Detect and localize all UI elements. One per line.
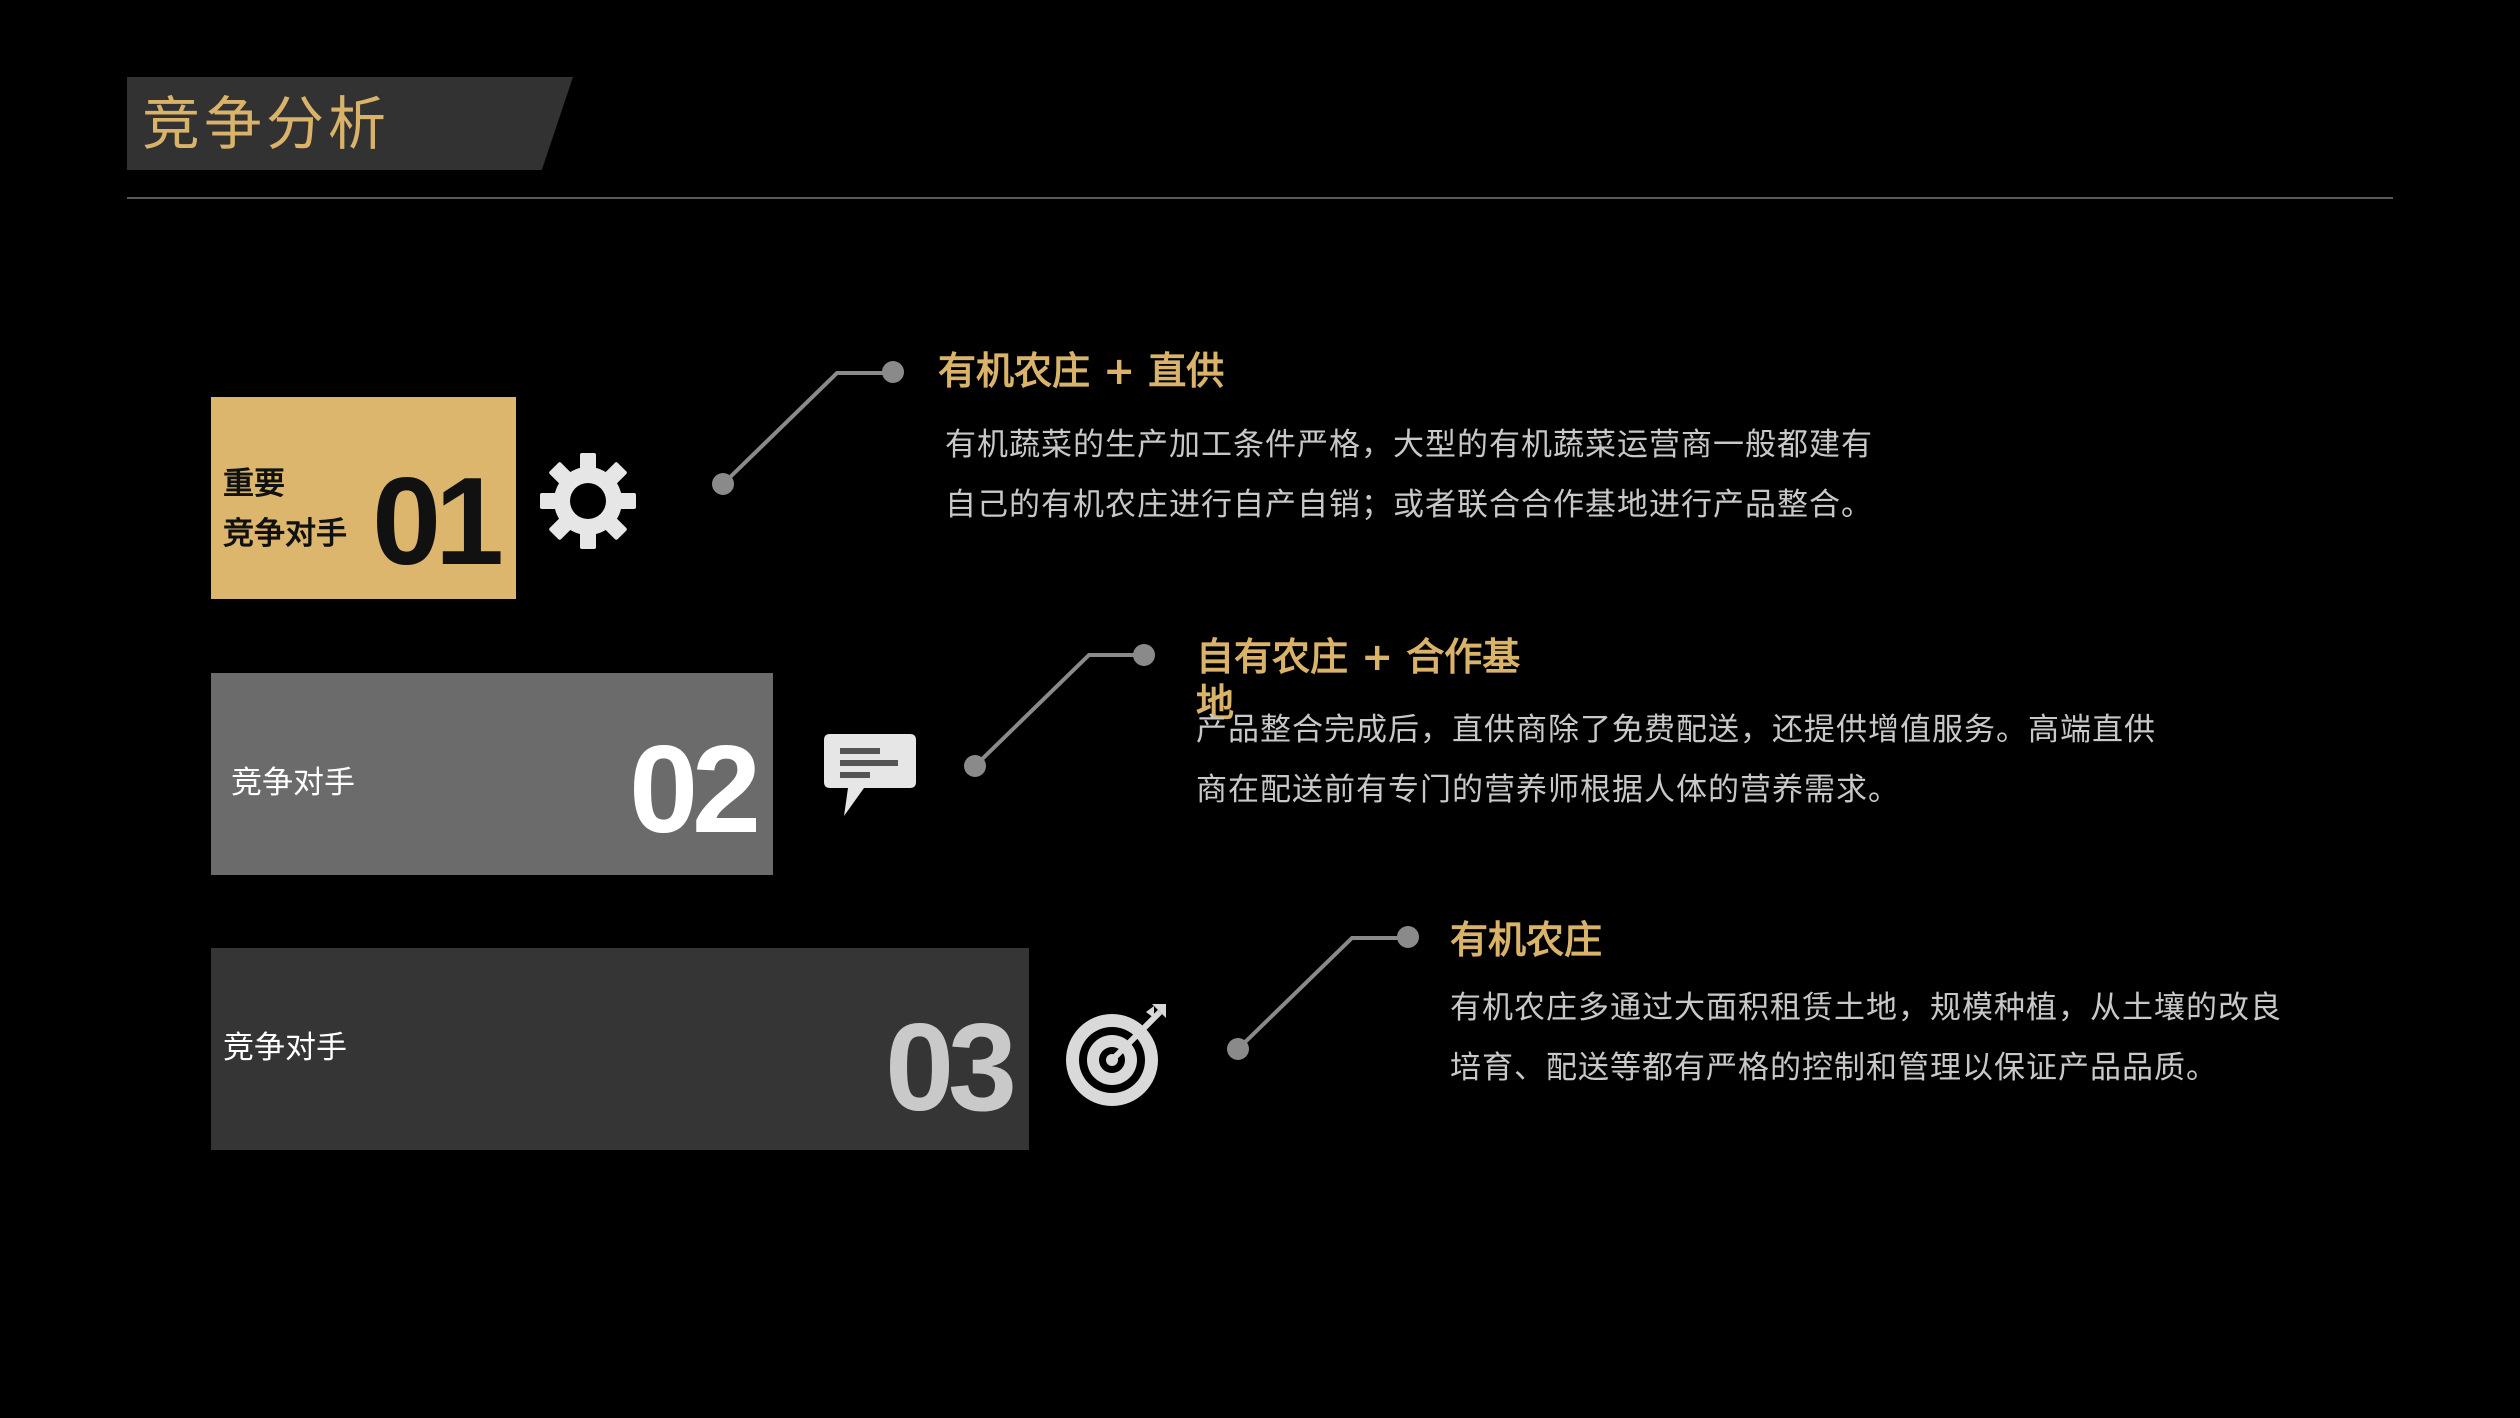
competitor-block-01: 重要 竞争对手 01 (211, 397, 516, 599)
connector-02 (973, 653, 1144, 768)
connector-dot (882, 361, 904, 383)
page-title: 竞争分析 (142, 90, 391, 158)
title-divider (127, 197, 2393, 199)
item-body-line: 培育、配送等都有严格的控制和管理以保证产品品质。 (1450, 1050, 2218, 1086)
item-body: 有机蔬菜的生产加工条件严格，大型的有机蔬菜运营商一般都建有 自己的有机农庄进行自… (945, 415, 1873, 535)
connector-03 (1236, 936, 1408, 1051)
title-banner (127, 77, 573, 170)
block-label: 重要 竞争对手 (223, 459, 347, 559)
connector-dot (1227, 1038, 1249, 1060)
connector-01 (721, 371, 893, 486)
item-heading: 自有农庄 + 合作基 (1196, 635, 1521, 679)
item-heading: 有机农庄 (1450, 918, 1603, 962)
competitor-block-03: 竞争对手 03 (211, 948, 1029, 1150)
item-body: 有机农庄多通过大面积租赁土地，规模种植，从土壤的改良 培育、配送等都有严格的控制… (1450, 978, 2282, 1098)
block-label-line: 竞争对手 (223, 516, 347, 552)
block-label-line: 竞争对手 (231, 765, 355, 801)
block-label-line: 重要 (223, 466, 285, 502)
target-icon (1066, 1004, 1166, 1106)
block-number: 02 (629, 721, 761, 859)
item-body-line: 产品整合完成后，直供商除了免费配送，还提供增值服务。高端直供 (1196, 712, 2156, 748)
block-number: 03 (885, 999, 1017, 1137)
block-label: 竞争对手 (231, 758, 355, 808)
gear-icon (540, 453, 636, 549)
chat-bubble-icon (824, 734, 916, 816)
item-body-line: 有机蔬菜的生产加工条件严格，大型的有机蔬菜运营商一般都建有 (945, 427, 1873, 463)
item-heading-wrap: 地 (1196, 681, 1235, 725)
connector-dot (964, 755, 986, 777)
item-body-line: 自己的有机农庄进行自产自销；或者联合合作基地进行产品整合。 (945, 487, 1873, 523)
connector-dot (1133, 644, 1155, 666)
connector-dot (1397, 926, 1419, 948)
block-label-line: 竞争对手 (223, 1030, 347, 1066)
item-body-line: 商在配送前有专门的营养师根据人体的营养需求。 (1196, 772, 1900, 808)
connector-dot (712, 473, 734, 495)
item-body: 产品整合完成后，直供商除了免费配送，还提供增值服务。高端直供 商在配送前有专门的… (1196, 700, 2156, 820)
competitor-block-02: 竞争对手 02 (211, 673, 773, 875)
block-number: 01 (372, 453, 504, 591)
block-label: 竞争对手 (223, 1023, 347, 1073)
item-heading: 有机农庄 + 直供 (938, 349, 1225, 393)
item-body-line: 有机农庄多通过大面积租赁土地，规模种植，从土壤的改良 (1450, 990, 2282, 1026)
